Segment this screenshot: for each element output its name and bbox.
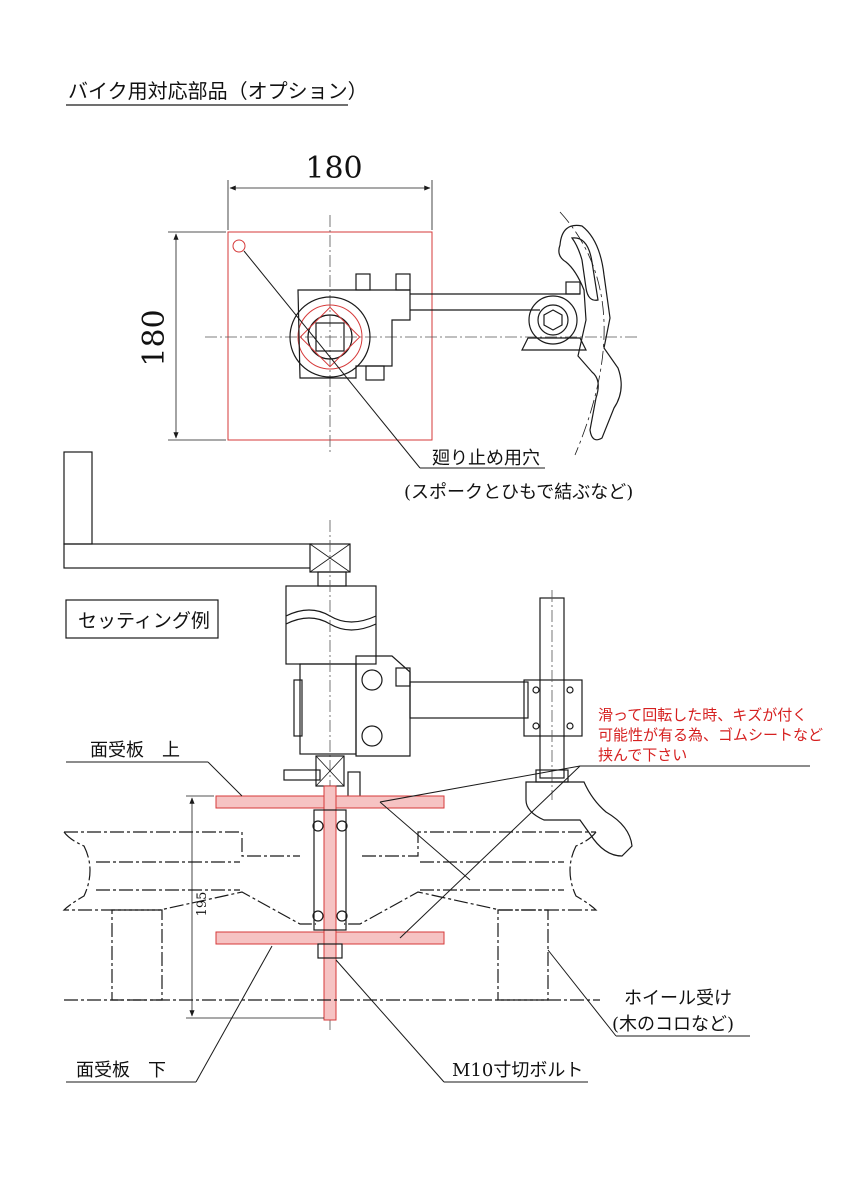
wheel-rim-right	[344, 831, 598, 925]
arm-clamp-bolt	[565, 281, 581, 295]
wheel-arc	[559, 211, 605, 456]
coupler-x2	[309, 543, 351, 573]
bearing-2	[336, 820, 348, 832]
lower-plate-leader	[195, 945, 273, 1083]
gear-head-break	[285, 609, 377, 623]
warning-leader-cross	[379, 801, 471, 881]
bolt-label: M10寸切ボルト	[452, 1060, 583, 1081]
pivot-base	[521, 337, 587, 351]
wheel-support-line1: ホイール受け	[624, 988, 732, 1009]
hook-slot	[570, 237, 599, 301]
hole-leader	[243, 250, 421, 469]
lower-nut	[317, 943, 343, 959]
bearing-4	[336, 910, 348, 922]
lower-plate-label: 面受板 下	[76, 1060, 166, 1081]
hub-square	[315, 322, 345, 352]
dim195-text: 195	[195, 892, 210, 917]
hub-square-red	[299, 306, 361, 368]
bearing-3	[312, 910, 324, 922]
wheel-rim-upper	[64, 831, 596, 857]
wheel-support-left	[111, 909, 163, 1001]
top-view: 180 180 廻り止め用穴 (スポークとひもで結ぶなど)	[137, 151, 640, 503]
hub-inner-circle	[307, 314, 353, 360]
crank-arm	[63, 543, 313, 569]
plate-hole-3	[532, 722, 540, 730]
hub-outer-circle	[289, 296, 371, 378]
warning-line2: 可能性が有る為、ゴムシートなど	[598, 726, 823, 744]
anti-rotation-hole	[232, 239, 246, 253]
threaded-bolt	[323, 785, 337, 1021]
setting-example: セッティング例	[62, 451, 823, 1083]
clamp-nut	[395, 667, 411, 687]
bearing-tube	[313, 809, 347, 931]
arm-clamp-plate	[523, 679, 583, 737]
bolt-leader	[335, 959, 445, 1083]
pivot-inner	[537, 304, 569, 336]
plate-hole-1	[532, 686, 540, 694]
wheel-rim-left	[62, 831, 316, 925]
hub-flange-red	[297, 304, 363, 370]
dim-width-text: 180	[305, 151, 362, 186]
lever-hook	[525, 781, 633, 857]
hole-note-line2: (スポークとひもで結ぶなど)	[404, 482, 633, 503]
warning-leader-upper	[379, 765, 581, 803]
setting-example-label: セッティング例	[78, 610, 210, 632]
main-body-side	[293, 679, 303, 737]
housing-bolt-left	[355, 273, 371, 291]
housing-side-nut	[365, 365, 385, 381]
hole-note-line1: 廻り止め用穴	[432, 448, 540, 469]
warning-line1: 滑って回転した時、キズが付く	[598, 706, 807, 724]
shaft-coupler-x2	[315, 755, 345, 787]
tbar-handle	[283, 769, 321, 781]
housing-block	[297, 289, 411, 379]
bearing-1	[312, 820, 324, 832]
housing-bolt-right	[395, 273, 411, 291]
title-block: バイク用対応部品（オプション）	[66, 79, 368, 106]
wheel-rim-inner	[96, 861, 564, 891]
warning-line3: 挟んで下さい	[598, 746, 687, 764]
dim-height-text: 180	[137, 309, 172, 366]
hook-lever	[558, 224, 622, 441]
plate-hole-4	[566, 722, 574, 730]
wheel-support-line2: (木のコロなど)	[612, 1014, 734, 1035]
pivot-hex	[543, 309, 563, 331]
main-body	[299, 663, 357, 755]
clamp-bolt-lower	[361, 725, 383, 747]
setting-example-box	[65, 599, 219, 639]
support-leader	[547, 949, 617, 1037]
upper-plate-leader	[207, 761, 243, 797]
crank-neck	[317, 571, 347, 587]
upper-plate-label: 面受板 上	[90, 740, 180, 761]
pivot-outer	[528, 295, 578, 345]
clamp-block	[355, 655, 411, 757]
gear-head-break2	[285, 617, 377, 631]
support-arm	[409, 681, 529, 719]
warning-leader-lower	[399, 765, 581, 939]
wheel-support-right	[497, 909, 549, 1001]
clamp-bolt-upper	[361, 669, 383, 691]
plate-hole-2	[566, 686, 574, 694]
page-title: バイク用対応部品（オプション）	[68, 79, 368, 103]
crank-grip	[63, 451, 93, 545]
